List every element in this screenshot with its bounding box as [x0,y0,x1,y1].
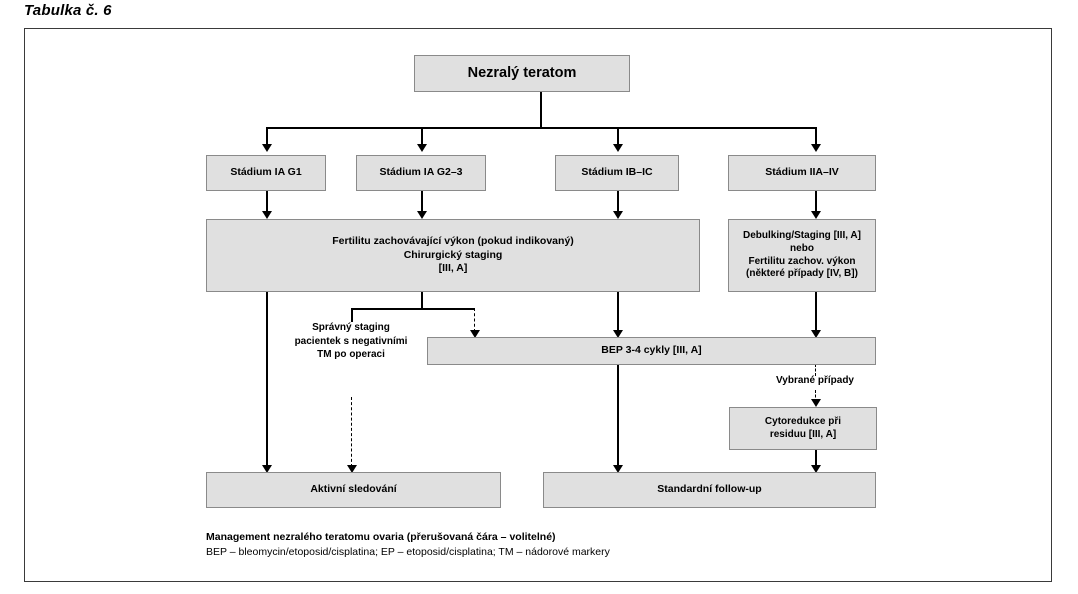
arrowhead-bep-right [811,330,821,338]
page-title: Tabulka č. 6 [24,2,112,19]
edge-ibic-to-surgery [617,191,619,214]
arrowhead-bep-dashed [470,330,480,338]
node-bep[interactable]: BEP 3-4 cykly [III, A] [427,337,876,365]
arrowhead-debulking [811,211,821,219]
edge-bus-drop-3 [617,127,619,145]
node-surgery-line2: Chirurgický staging [403,248,503,261]
edge-surgery-split-right-dashed [474,308,475,332]
annotation-correct-staging-line4: operaci [349,349,385,360]
annotation-correct-staging-line1: Správný staging [312,322,390,333]
arrowhead-stage-ia-g1 [262,144,272,152]
edge-bus-drop-1 [266,127,268,145]
node-stage-ia-g1[interactable]: Stádium IA G1 [206,155,326,191]
node-nezraly-teratom[interactable]: Nezralý teratom [414,55,630,92]
edge-surgery-to-surveillance [266,292,268,468]
edge-surgery-split-stem [421,292,423,309]
node-surgery-line3: [III, A] [438,262,468,275]
arrowhead-stage-iia-iv [811,144,821,152]
node-stage-ib-ic[interactable]: Stádium IB–IC [555,155,679,191]
edge-g23-to-surgery [421,191,423,214]
edge-g1-to-surgery [266,191,268,214]
node-standard-followup-label: Standardní follow-up [657,483,762,496]
arrowhead-surgery-1 [262,211,272,219]
arrowhead-bep-center [613,330,623,338]
edge-bus-drop-4 [815,127,817,145]
annotation-selected-cases-label: Vybrané případy [776,375,854,386]
edge-bep-to-cytoreduction-dashed-upper [815,364,816,376]
legend: Management nezralého teratomu ovaria (př… [206,530,906,560]
node-debulking-line4: (některé případy [IV, B]) [746,268,858,280]
arrowhead-surgery-2 [417,211,427,219]
node-stage-iia-iv[interactable]: Stádium IIA–IV [728,155,876,191]
arrowhead-active-surveillance-dashed [347,465,357,473]
arrowhead-surgery-3 [613,211,623,219]
edge-bep-to-followup [617,364,619,468]
edge-surgery-to-bep [617,292,619,334]
annotation-correct-staging-line2: pacientek s [294,335,350,347]
node-cytoreduction-line2: residuu [III, A] [769,428,837,440]
node-active-surveillance[interactable]: Aktivní sledování [206,472,501,508]
node-active-surveillance-label: Aktivní sledování [310,483,397,496]
node-stage-ib-ic-label: Stádium IB–IC [581,166,653,179]
node-cytoreduction[interactable]: Cytoredukce při residuu [III, A] [729,407,877,450]
edge-surgery-split-left [351,308,353,322]
node-debulking-line3: Fertilitu zachov. výkon [748,255,856,267]
legend-line1: Management nezralého teratomu ovaria (př… [206,531,556,543]
edge-surgery-split-bus [351,308,475,310]
node-stage-ia-g23-label: Stádium IA G2–3 [379,166,463,179]
arrowhead-stage-ib-ic [613,144,623,152]
node-stage-ia-g1-label: Stádium IA G1 [230,166,302,179]
edge-bep-to-cytoreduction-dashed-lower [815,390,816,402]
diagram-frame: Nezralý teratom Stádium IA G1 Stádium IA… [24,28,1052,582]
arrowhead-followup-left [613,465,623,473]
edge-cytoreduction-to-followup [815,449,817,468]
annotation-correct-staging: Správný staging pacientek s negativními … [291,321,411,362]
node-debulking[interactable]: Debulking/Staging [III, A] nebo Fertilit… [728,219,876,292]
node-cytoreduction-line1: Cytoredukce při [764,415,842,427]
edge-bus-drop-2 [421,127,423,145]
arrowhead-active-surveillance-solid [262,465,272,473]
legend-line2: BEP – bleomycin/etoposid/cisplatina; EP … [206,546,610,559]
arrowhead-cytoreduction [811,399,821,407]
node-nezraly-teratom-label: Nezralý teratom [467,65,577,82]
edge-root-stem [540,91,542,128]
edge-correct-staging-dashed [351,397,352,467]
edge-debulking-to-bep [815,292,817,334]
arrowhead-stage-ia-g23 [417,144,427,152]
arrowhead-followup-right [811,465,821,473]
edge-iiaiv-to-debulking [815,191,817,214]
annotation-correct-staging-line3: negativními TM po [317,335,408,361]
node-bep-label: BEP 3-4 cykly [III, A] [601,344,702,357]
node-surgery[interactable]: Fertilitu zachovávající výkon (pokud ind… [206,219,700,292]
node-stage-ia-g23[interactable]: Stádium IA G2–3 [356,155,486,191]
edge-root-bus [266,127,816,129]
node-debulking-line2: nebo [790,242,814,254]
node-debulking-line1: Debulking/Staging [III, A] [743,229,861,241]
node-standard-followup[interactable]: Standardní follow-up [543,472,876,508]
node-surgery-line1: Fertilitu zachovávající výkon (pokud ind… [332,235,574,248]
node-stage-iia-iv-label: Stádium IIA–IV [765,166,839,179]
annotation-selected-cases: Vybrané případy [740,374,890,388]
